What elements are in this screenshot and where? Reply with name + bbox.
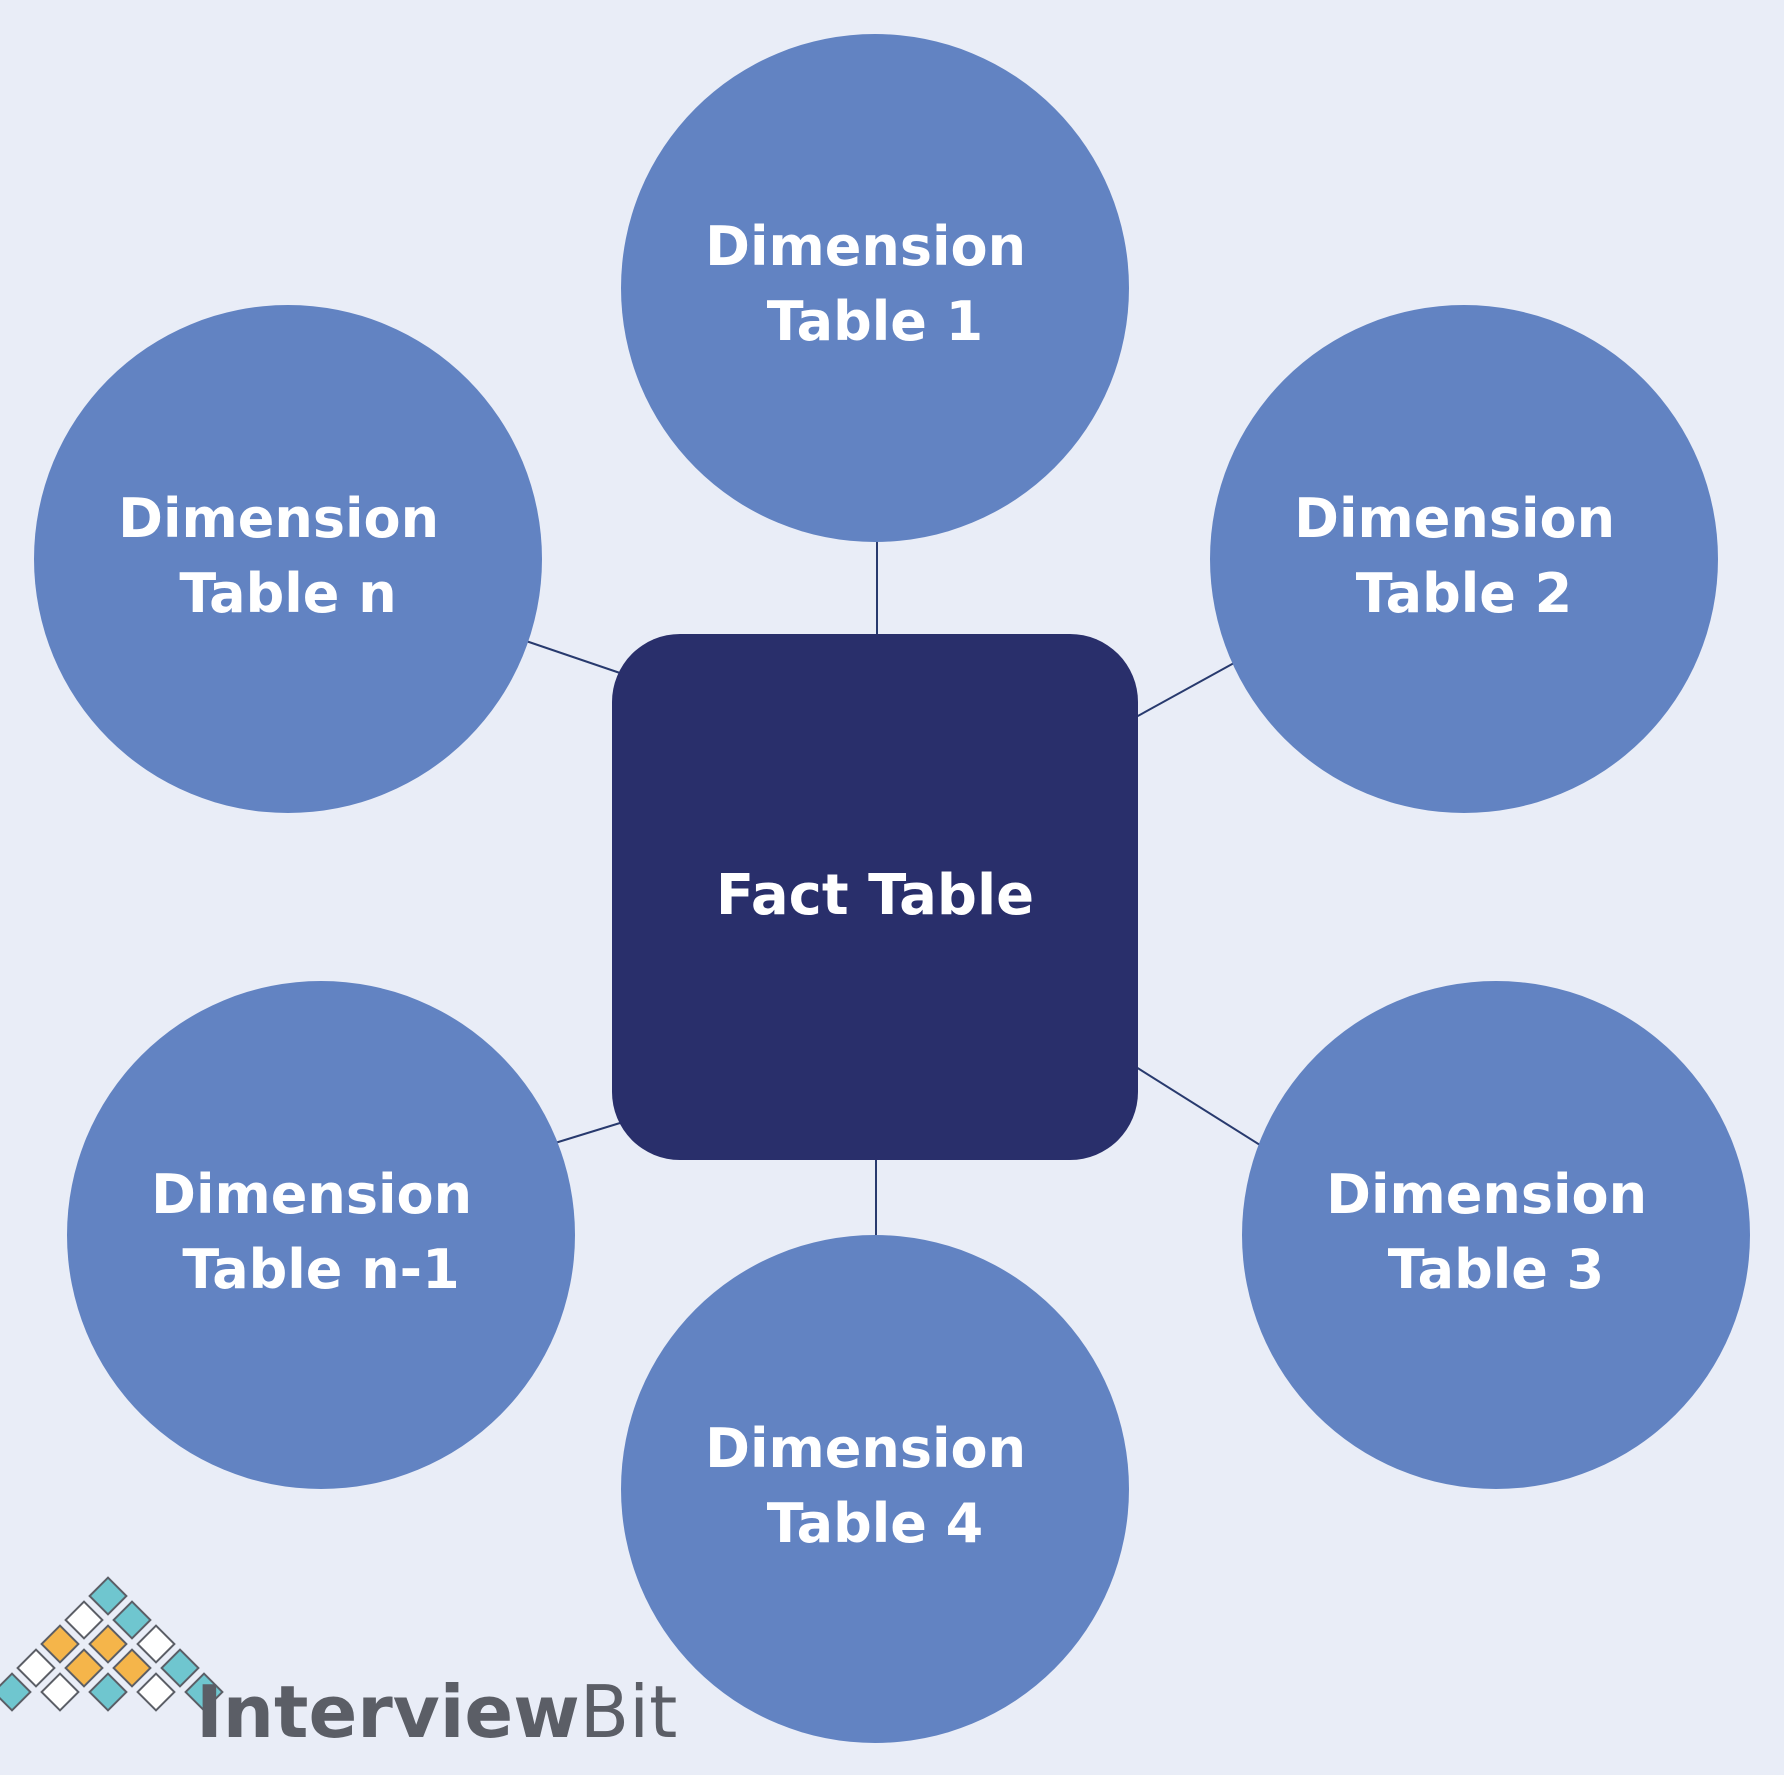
interviewbit-logo: InterviewBit [0, 1576, 677, 1754]
diamond-grid-logo-icon [0, 1576, 224, 1712]
dimension-table-2-line2: Table 2 [1356, 562, 1572, 625]
dimension-table-n-1-label: Dimension Table n-1 [151, 1163, 491, 1301]
logo-wordmark: InterviewBit [196, 1670, 677, 1754]
dimension-table-4-line2: Table 4 [767, 1492, 983, 1555]
dimension-table-n-1: Dimension Table n-1 [67, 981, 575, 1489]
dimension-table-4-circle [621, 1235, 1129, 1743]
dimension-table-3-circle [1242, 981, 1750, 1489]
dimension-table-2-circle [1210, 305, 1718, 813]
logo-wordmark-bold: Interview [196, 1670, 580, 1754]
dimension-table-n-1-line1: Dimension [151, 1163, 472, 1226]
dimension-table-n-1-circle [67, 981, 575, 1489]
dimension-table-4: Dimension Table 4 [621, 1235, 1129, 1743]
dimension-table-3-label: Dimension Table 3 [1326, 1163, 1666, 1301]
dimension-table-1-line2: Table 1 [767, 290, 983, 353]
connectors [525, 540, 1261, 1235]
dimension-table-n-label: Dimension Table n [118, 487, 458, 625]
dimension-table-2: Dimension Table 2 [1210, 305, 1718, 813]
connector-dim-n-1 [554, 1122, 621, 1144]
dimension-table-3-line2: Table 3 [1388, 1238, 1604, 1301]
dimension-table-2-line1: Dimension [1294, 487, 1615, 550]
dimension-table-4-label: Dimension Table 4 [705, 1417, 1045, 1555]
dimension-table-1-label: Dimension Table 1 [705, 215, 1045, 353]
fact-table: Fact Table [612, 634, 1138, 1160]
dimension-table-1: Dimension Table 1 [621, 34, 1129, 542]
dimension-table-n: Dimension Table n [34, 305, 542, 813]
dimension-table-n-line1: Dimension [118, 487, 439, 550]
dimension-table-1-circle [621, 34, 1129, 542]
dimension-table-1-line1: Dimension [705, 215, 1026, 278]
dimension-table-2-label: Dimension Table 2 [1294, 487, 1634, 625]
fact-table-box [612, 634, 1138, 1160]
connector-dim-2 [1135, 662, 1235, 718]
dimension-table-4-line1: Dimension [705, 1417, 1026, 1480]
logo-wordmark-light: Bit [580, 1670, 678, 1754]
dimension-table-n-line2: Table n [179, 562, 396, 625]
connector-dim-3 [1135, 1066, 1261, 1146]
dimension-table-n-1-line2: Table n-1 [182, 1238, 459, 1301]
dimension-table-n-circle [34, 305, 542, 813]
dimension-table-3: Dimension Table 3 [1242, 981, 1750, 1489]
connector-dim-n [525, 640, 621, 674]
fact-table-label: Fact Table [716, 863, 1034, 928]
dimension-table-3-line1: Dimension [1326, 1163, 1647, 1226]
